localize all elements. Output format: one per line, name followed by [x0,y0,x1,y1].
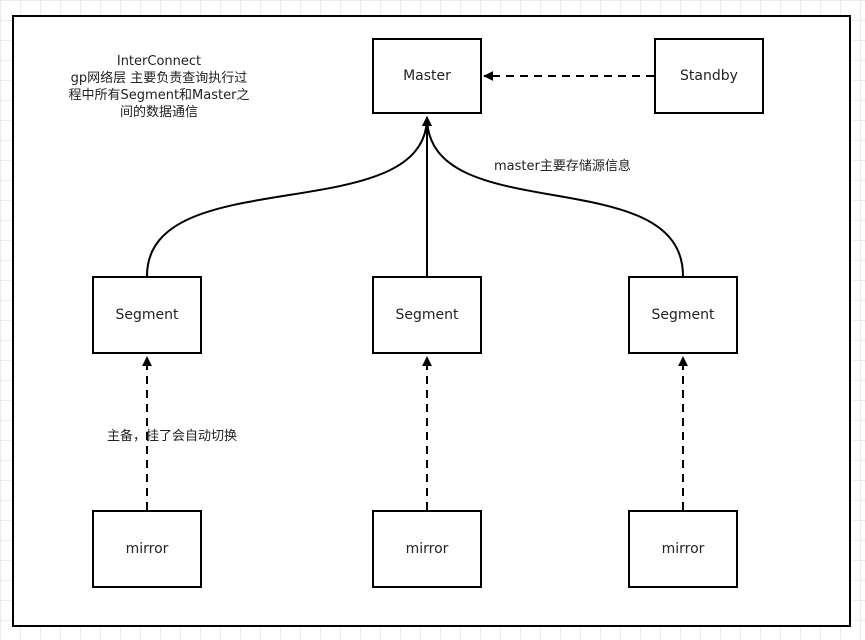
master-node[interactable]: Master [372,38,482,114]
interconnect-note-line: 程中所有Segment和Master之 [68,88,250,103]
segment-right-node[interactable]: Segment [628,276,738,354]
interconnect-note-line: 间的数据通信 [119,105,198,120]
standby-node[interactable]: Standby [654,38,764,114]
segment-left-node[interactable]: Segment [92,276,202,354]
mirror-center-node[interactable]: mirror [372,510,482,588]
mirror-failover-note: 主备，挂了会自动切换 [107,429,238,444]
master-storage-note: master主要存储源信息 [494,159,631,174]
mirror-left-node[interactable]: mirror [92,510,202,588]
segment-center-node[interactable]: Segment [372,276,482,354]
interconnect-note: InterConnect gp网络层 主要负责查询执行过 程中所有Segment… [48,53,270,121]
interconnect-note-line: gp网络层 主要负责查询执行过 [70,71,248,86]
segment-right-to-master-arrow [422,116,684,277]
interconnect-note-title: InterConnect [116,54,202,69]
segment-left-to-master-arrow [146,116,432,277]
mirror-right-node[interactable]: mirror [628,510,738,588]
